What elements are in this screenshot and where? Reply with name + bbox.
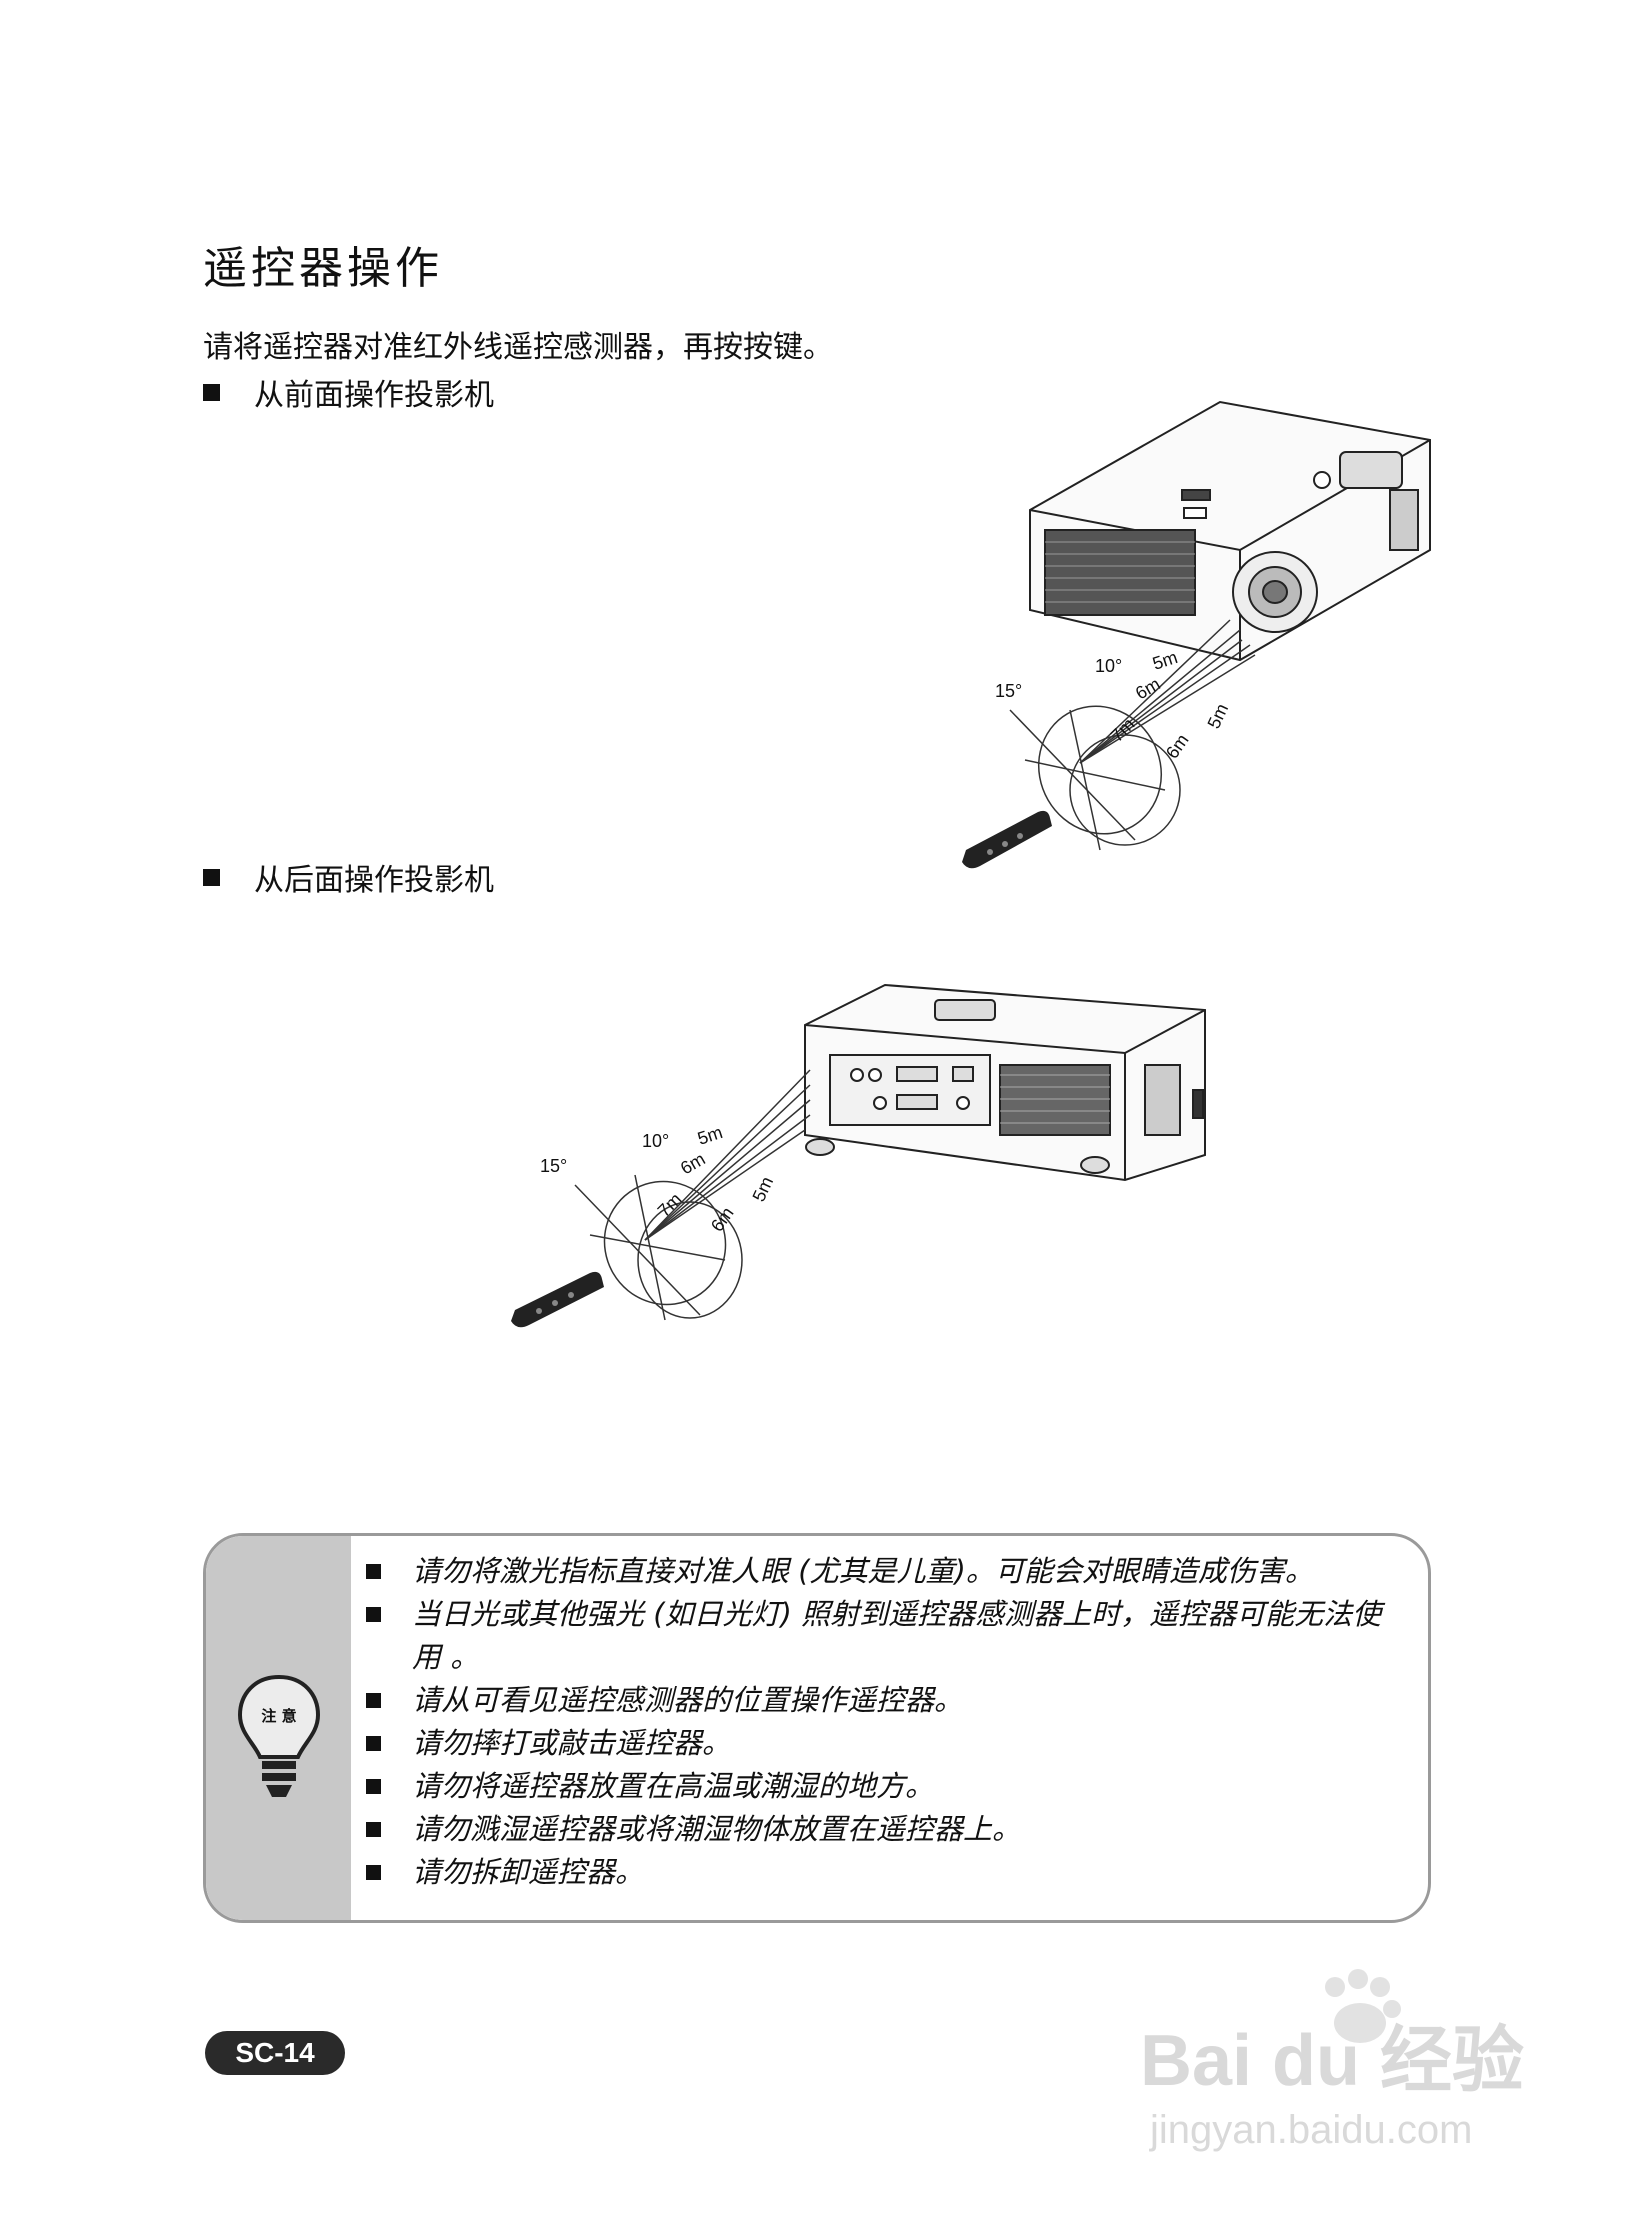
section-front-label: 从前面操作投影机 — [254, 378, 494, 413]
watermark-url: jingyan.baidu.com — [1149, 2108, 1472, 2152]
remote-control-rear — [511, 1271, 604, 1328]
section-front-heading: 从前面操作投影机 — [203, 370, 494, 414]
rear-label-6m-b: 6m — [707, 1203, 738, 1235]
caution-icon-label: 注 意 — [261, 1707, 296, 1725]
projector-rear-image — [804, 983, 1206, 1182]
section-rear-label: 从后面操作投影机 — [254, 863, 494, 898]
front-label-6m-b: 6m — [1162, 730, 1193, 762]
caution-item: 请勿拆卸遥控器。 — [366, 1851, 1404, 1894]
caution-box: 注 意 请勿将激光指标直接对准人眼 (尤其是儿童)。可能会对眼睛造成伤害。 当日… — [203, 1533, 1431, 1923]
page-number: SC-14 — [205, 2031, 345, 2075]
front-label-10deg: 10° — [1095, 656, 1122, 676]
square-bullet-icon — [203, 869, 220, 886]
front-diagram-labels: 15° 10° 5m 6m 7m 6m 5m — [995, 647, 1232, 762]
front-operation-illustration: 15° 10° 5m 6m 7m 6m 5m — [962, 400, 1431, 869]
caution-item: 当日光或其他强光 (如日光灯) 照射到遥控器感测器上时，遥控器可能无法使 用 。 — [366, 1593, 1404, 1679]
front-label-6m-a: 6m — [1132, 674, 1164, 704]
lightbulb-icon: 注 意 — [237, 1674, 321, 1797]
projector-front-image — [1029, 400, 1431, 662]
baidu-watermark: Bai du 经验 jingyan.baidu.com — [1140, 1969, 1524, 2152]
caution-item: 请勿将激光指标直接对准人眼 (尤其是儿童)。可能会对眼睛造成伤害。 — [366, 1550, 1404, 1593]
section-rear-heading: 从后面操作投影机 — [203, 855, 494, 899]
front-label-5m-b: 5m — [1203, 701, 1232, 732]
intro-text: 请将遥控器对准红外线遥控感测器，再按按键。 — [203, 330, 833, 365]
front-label-5m-a: 5m — [1150, 647, 1180, 674]
caution-item: 请勿溅湿遥控器或将潮湿物体放置在遥控器上。 — [366, 1808, 1404, 1851]
square-bullet-icon — [203, 384, 220, 401]
watermark-brand: Bai du 经验 — [1140, 2021, 1524, 2101]
caution-list: 请勿将激光指标直接对准人眼 (尤其是儿童)。可能会对眼睛造成伤害。 当日光或其他… — [366, 1550, 1404, 1894]
rear-label-6m-a: 6m — [677, 1149, 709, 1179]
rear-signal-range-diagram — [574, 1069, 811, 1321]
front-signal-range-diagram — [1009, 619, 1256, 851]
page-title: 遥控器操作 — [203, 243, 443, 294]
rear-diagram-labels: 15° 10° 5m 6m 7m 6m 5m — [540, 1122, 777, 1235]
rear-label-5m-b: 5m — [748, 1174, 777, 1205]
caution-item: 请勿将遥控器放置在高温或潮湿的地方。 — [366, 1765, 1404, 1808]
rear-label-10deg: 10° — [642, 1131, 669, 1151]
caution-item: 请勿摔打或敲击遥控器。 — [366, 1722, 1404, 1765]
remote-control-front — [962, 810, 1052, 869]
front-label-15deg: 15° — [995, 681, 1022, 701]
caution-item: 请从可看见遥控感测器的位置操作遥控器。 — [366, 1679, 1404, 1722]
rear-operation-illustration: 15° 10° 5m 6m 7m 6m 5m — [511, 983, 1206, 1328]
rear-label-15deg: 15° — [540, 1156, 567, 1176]
rear-label-5m-a: 5m — [695, 1122, 725, 1149]
caution-sidebar: 注 意 — [206, 1536, 351, 1920]
paw-logo-icon — [1325, 1969, 1401, 2043]
